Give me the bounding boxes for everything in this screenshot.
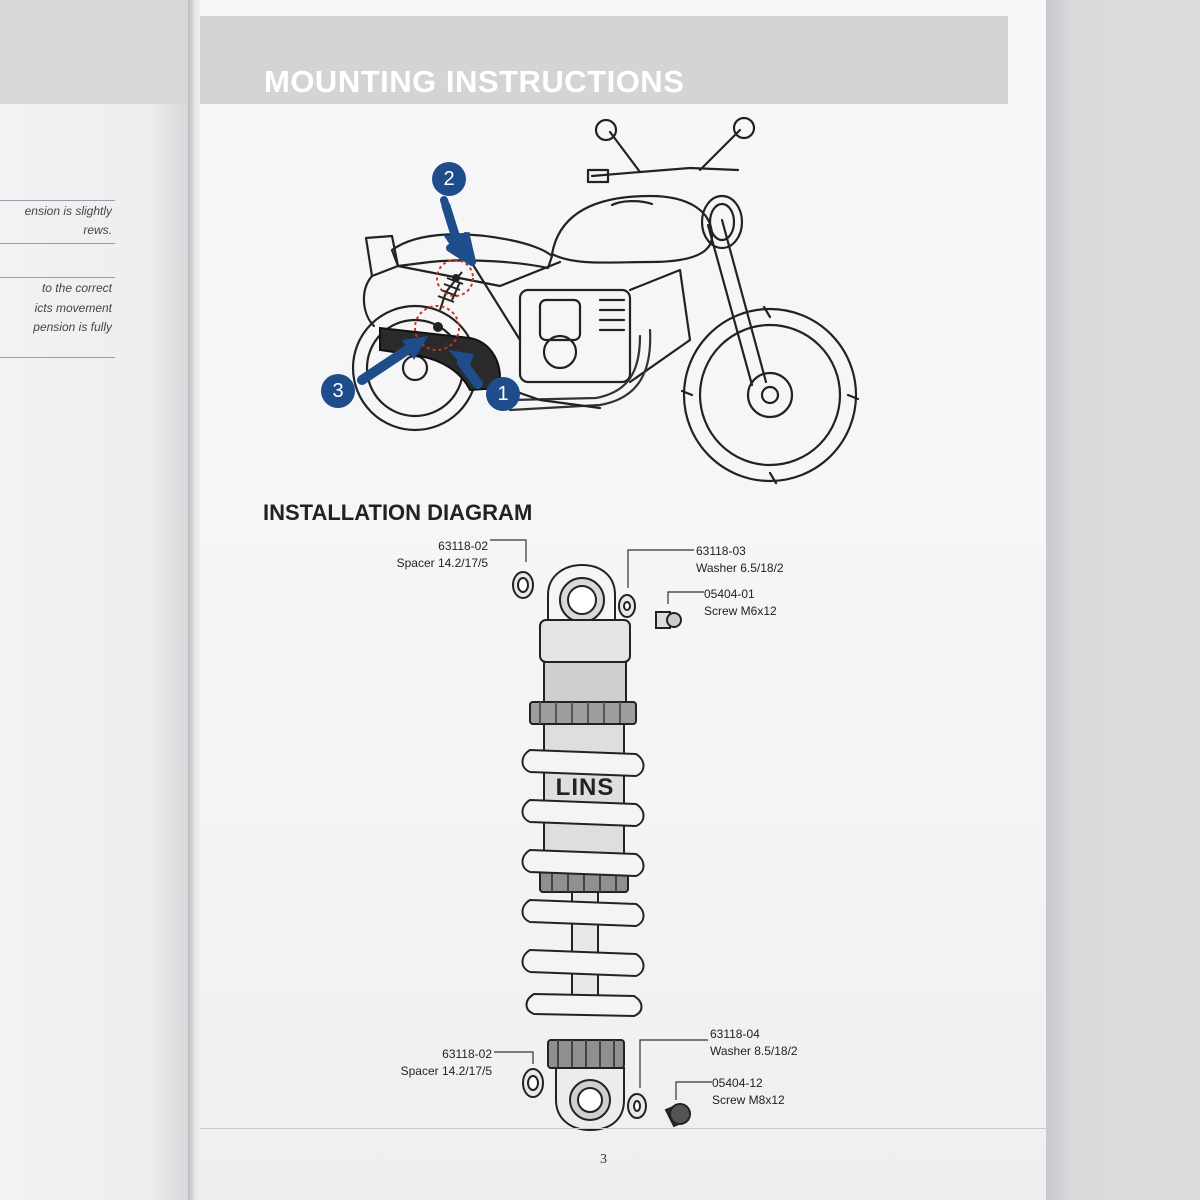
part-number: 63118-02 [438, 539, 488, 553]
left-page-rule [0, 277, 115, 278]
shock-absorber-illustration [512, 563, 691, 1132]
left-page-text-line: rews. [83, 223, 112, 237]
part-name: Screw M8x12 [712, 1093, 785, 1107]
callout-badge-3: 3 [321, 374, 355, 408]
left-page-text-line: ension is slightly [24, 204, 112, 218]
left-page-rule [0, 357, 115, 358]
installation-diagram-title: INSTALLATION DIAGRAM [263, 500, 533, 525]
part-number: 05404-12 [712, 1076, 763, 1090]
part-label-screw-top: 05404-01 Screw M6x12 [704, 586, 777, 620]
callout-badge-2: 2 [432, 162, 466, 196]
part-label-spacer-top: 63118-02 Spacer 14.2/17/5 [378, 538, 488, 572]
left-page-rule [0, 200, 115, 201]
part-number: 05404-01 [704, 587, 755, 601]
part-label-spacer-bottom: 63118-02 Spacer 14.2/17/5 [382, 1046, 492, 1080]
part-label-washer-bottom: 63118-04 Washer 8.5/18/2 [710, 1026, 798, 1060]
part-label-screw-bottom: 05404-12 Screw M8x12 [712, 1075, 785, 1109]
screw-top-icon [655, 611, 671, 629]
part-number: 63118-02 [442, 1047, 492, 1061]
motorcycle-illustration [351, 116, 860, 485]
part-label-washer-top: 63118-03 Washer 6.5/18/2 [696, 543, 784, 577]
part-name: Screw M6x12 [704, 604, 777, 618]
callout-badge-1: 1 [486, 377, 520, 411]
left-page-text-line: to the correct [41, 281, 112, 295]
part-name: Washer 8.5/18/2 [710, 1044, 798, 1058]
part-name: Spacer 14.2/17/5 [396, 556, 488, 570]
bike-shock-icon [437, 271, 464, 311]
page-number: 3 [600, 1152, 607, 1167]
footer-rule [200, 1128, 1046, 1129]
page-title: MOUNTING INSTRUCTIONS [264, 64, 685, 99]
front-wheel-icon [682, 307, 858, 483]
leader-lines [490, 539, 712, 1100]
part-name: Washer 6.5/18/2 [696, 561, 784, 575]
left-page-header-bar [0, 0, 188, 104]
highlight-circle-lower [414, 305, 460, 351]
highlight-circle-upper [436, 259, 474, 297]
header-bar [200, 16, 1008, 104]
left-page-text-line: pension is fully [33, 320, 112, 334]
left-page-text-line: icts movement [34, 301, 112, 315]
part-number: 63118-04 [710, 1027, 760, 1041]
left-page-rule [0, 243, 115, 244]
arrow-3-icon [357, 343, 415, 385]
shock-brand-text: LINS [555, 774, 615, 801]
book-gutter [188, 0, 202, 1200]
part-number: 63118-03 [696, 544, 746, 558]
background-surface [1046, 0, 1200, 1200]
part-name: Spacer 14.2/17/5 [400, 1064, 492, 1078]
